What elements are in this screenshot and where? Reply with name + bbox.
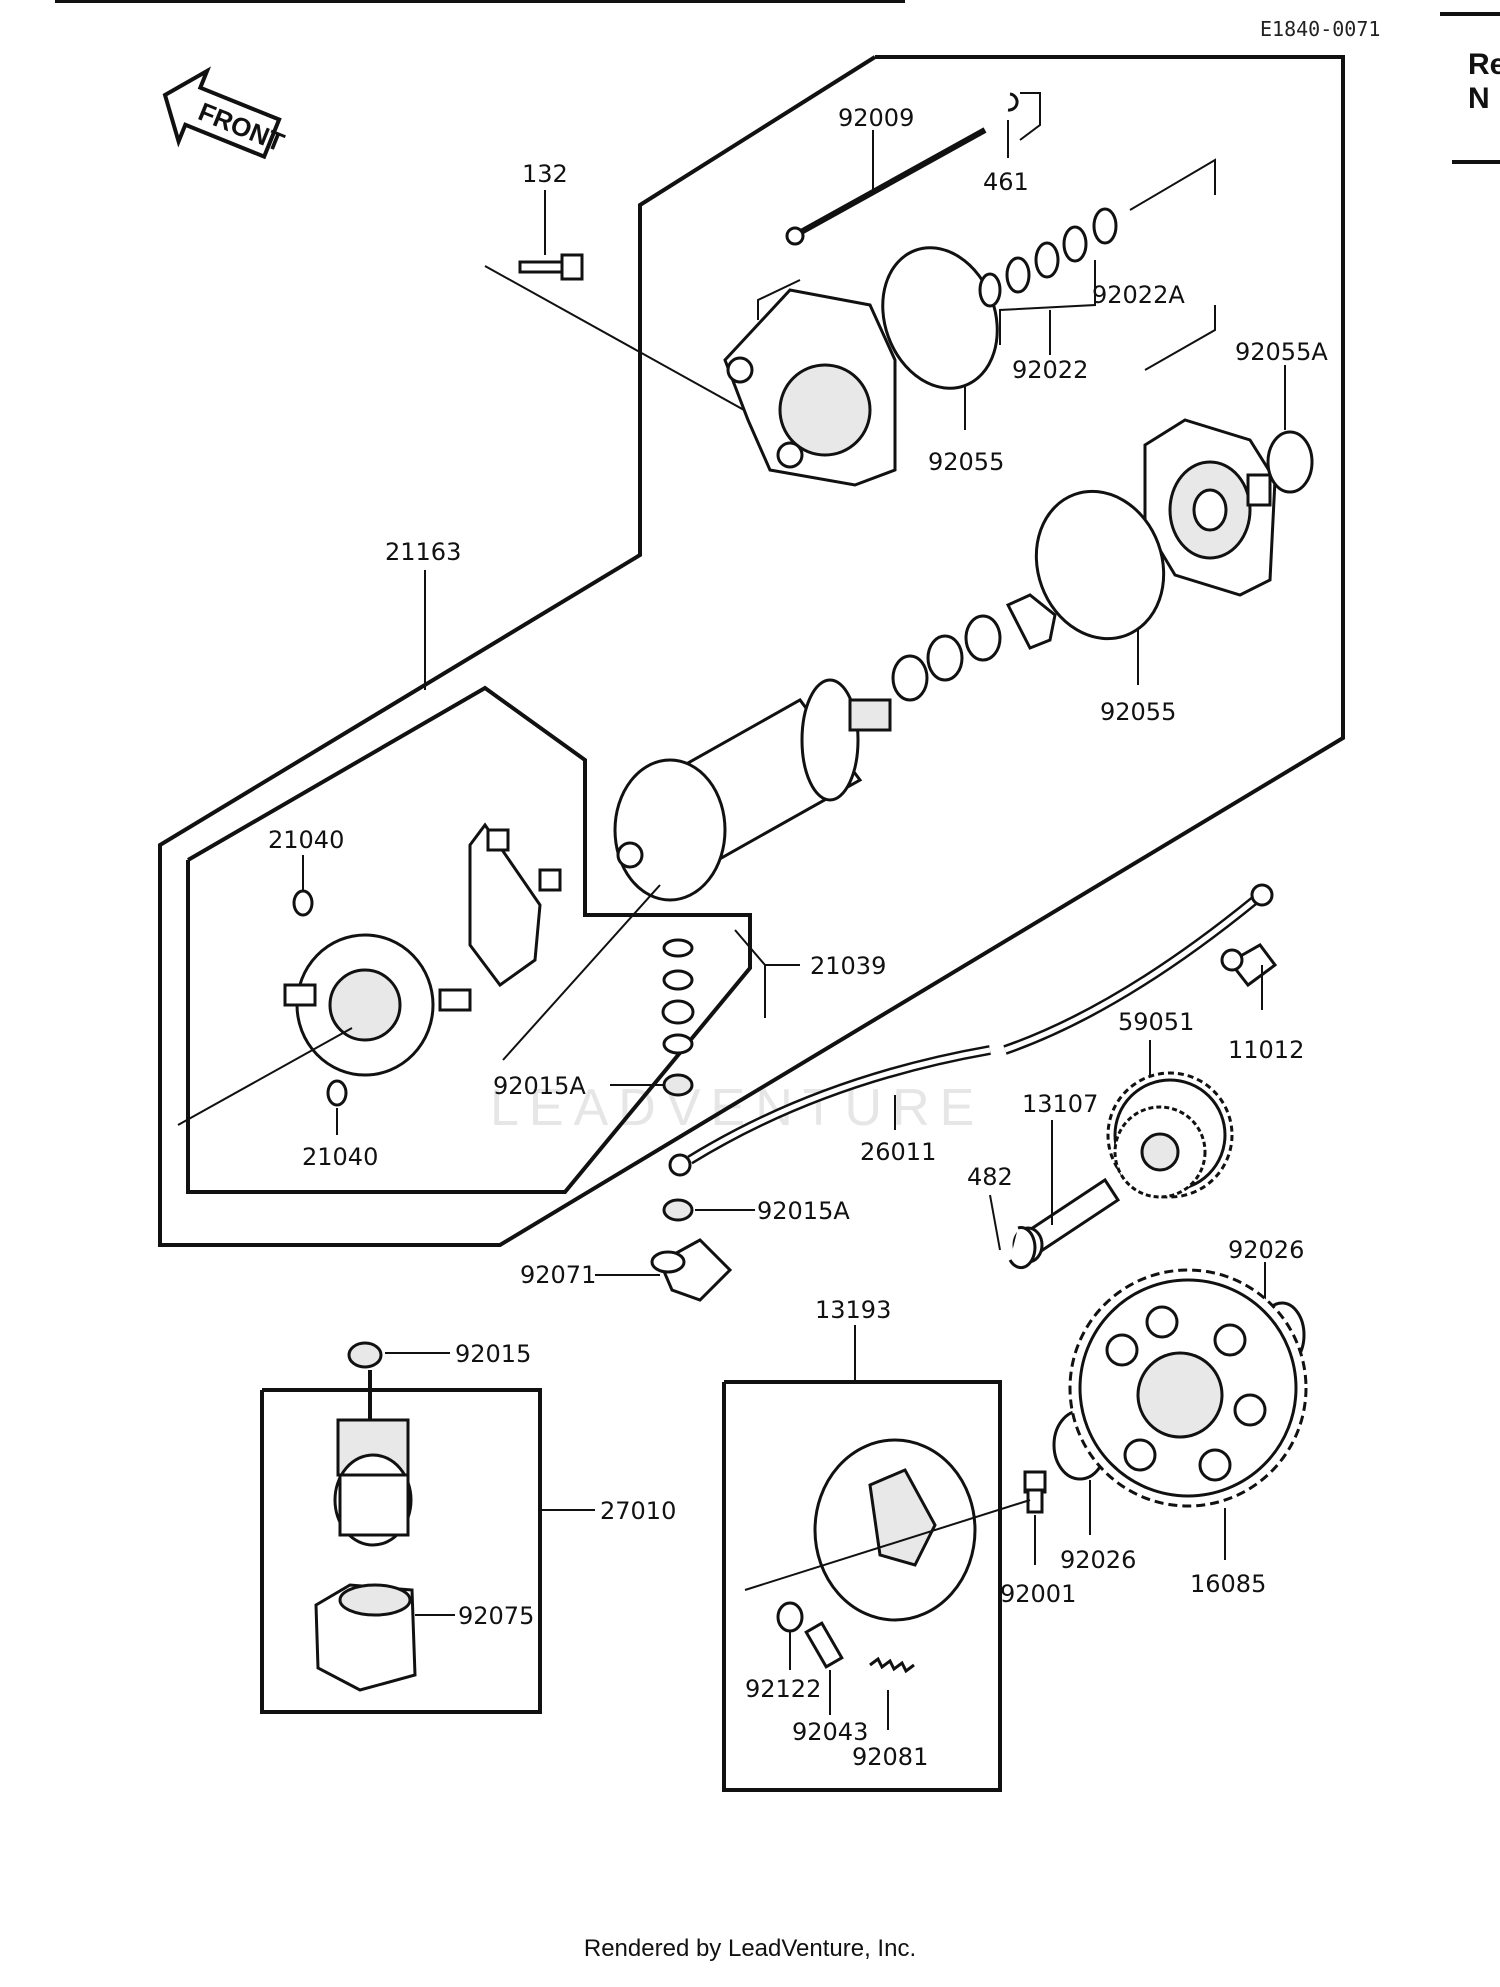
spring-92081 [869,1656,915,1674]
part-number-callout: 21039 [810,952,886,980]
front-cover [1143,418,1277,597]
spring-21040-lower [326,1079,348,1107]
part-number-callout: 92081 [852,1743,928,1771]
roller-92122 [776,1601,804,1633]
part-number-callout: 461 [983,168,1029,196]
cable-26011 [668,883,1274,1177]
washer-stack-92022 [978,207,1118,308]
part-number-callout: 92022 [1012,356,1088,384]
shaft-washers [891,593,1057,702]
nut-92015 [347,1341,383,1369]
diagram-code: E1840-0071 [1260,17,1380,41]
right-fragment-line2: N [1468,82,1490,115]
box-27010 [260,1388,542,1714]
rear-cover [723,288,897,487]
brush-holder [283,933,472,1077]
front-arrow-icon: FRONT [162,66,289,160]
nut-92015A [662,1198,694,1222]
part-number-callout: 16085 [1190,1570,1266,1598]
footer-credit: Rendered by LeadVenture, Inc. [583,1935,917,1962]
part-number-callout: 92071 [520,1261,596,1289]
part-number-callout: 11012 [1228,1036,1304,1064]
pin-92043 [804,1621,844,1669]
brush-spring-bracket [468,822,562,988]
part-number-callout: 92015A [493,1072,586,1100]
part-number-callout: 482 [967,1163,1013,1191]
part-number-callout: 21163 [385,538,461,566]
part-number-callout: 92075 [458,1602,534,1630]
through-bolt-92009 [790,127,987,240]
gear-59051 [1106,1071,1234,1199]
part-number-callout: 92026 [1060,1546,1136,1574]
outline-21163 [158,55,1345,1247]
part-number-callout: 21040 [302,1143,378,1171]
part-number-callout: 92022A [1092,281,1185,309]
part-number-callout: 92001 [1000,1580,1076,1608]
right-edge-fragment: Re N [1468,48,1500,116]
spring-21040-upper [292,889,314,917]
part-number-callout: 92015A [757,1197,850,1225]
one-way-clutch [813,1438,977,1622]
part-number-callout: 27010 [600,1497,676,1525]
bolt-head [785,226,805,246]
part-number-callout: 26011 [860,1138,936,1166]
clip-461 [1007,92,1019,112]
solenoid-cover-92075 [314,1583,417,1692]
part-number-callout: 59051 [1118,1008,1194,1036]
solenoid-27010 [333,1370,413,1547]
outline-21039 [186,685,752,1194]
part-number-callout: 92009 [838,104,914,132]
o-ring-92055A [1266,430,1314,494]
part-number-callout: 92122 [745,1675,821,1703]
part-number-callout: 92055 [928,448,1004,476]
terminal-boot-11012 [1220,943,1278,988]
circlip-482 [1008,1226,1037,1270]
part-number-callout: 21040 [268,826,344,854]
part-number-callout: 92015 [455,1340,531,1368]
part-number-callout: 92055 [1100,698,1176,726]
right-fragment-line1: Re [1468,48,1500,81]
part-number-callout: 92043 [792,1718,868,1746]
box-13193 [722,1380,1002,1792]
bolt-132 [518,253,584,281]
o-ring-92055-lower [1034,489,1166,641]
part-number-callout: 92026 [1228,1236,1304,1264]
watermark: LEADVENTURE [490,1079,984,1137]
starter-armature [613,678,892,902]
bolt-92001 [1023,1470,1047,1514]
terminal-insulators [661,938,695,1097]
part-number-callout: 13193 [815,1296,891,1324]
terminal-boot-92071 [650,1238,733,1302]
part-number-callout: 132 [522,160,568,188]
part-number-callout: 13107 [1022,1090,1098,1118]
part-number-callout: 92055A [1235,338,1328,366]
gear-16085 [1068,1268,1308,1508]
